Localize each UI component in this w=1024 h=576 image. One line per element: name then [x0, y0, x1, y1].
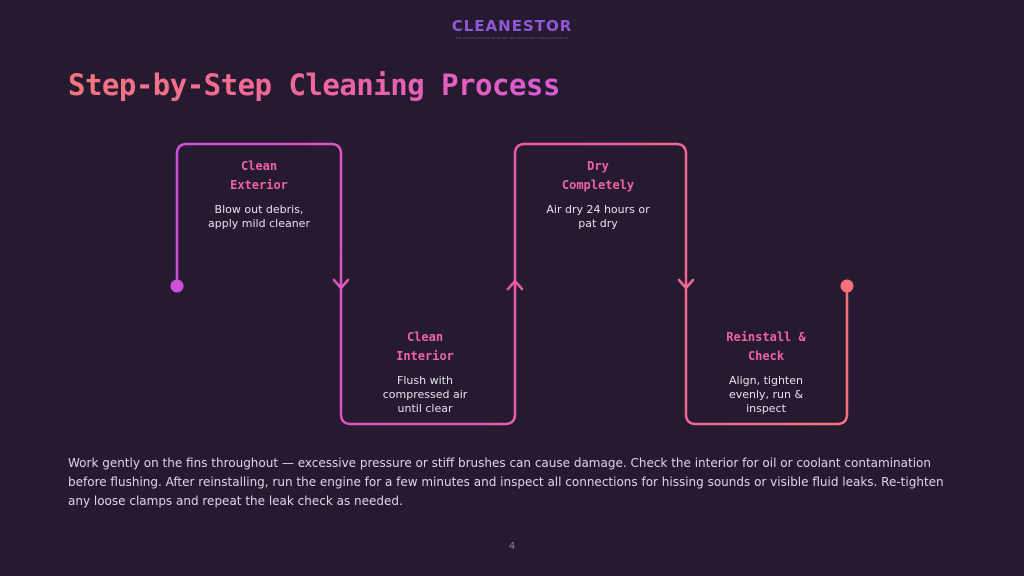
step-title: Dry Completely: [561, 159, 635, 192]
brand-tagline: The Industry Choice for Oil and Gas Inte…: [455, 36, 569, 40]
arrow-up-icon: [506, 279, 524, 291]
arrow-down-icon: [332, 278, 350, 290]
step-clean-exterior: Clean Exterior Blow out debris, apply mi…: [184, 157, 334, 231]
brand-name: CLEANESTOR: [451, 17, 573, 35]
brand-logo: CLEANESTOR The Industry Choice for Oil a…: [0, 16, 1024, 40]
arrow-down-icon: [677, 278, 695, 290]
step-description: Flush with compressed air until clear: [382, 374, 468, 415]
end-dot: [840, 279, 854, 293]
step-dry-completely: Dry Completely Air dry 24 hours or pat d…: [523, 157, 673, 231]
step-description: Air dry 24 hours or pat dry: [546, 203, 650, 230]
step-description: Align, tighten evenly, run & inspect: [728, 374, 804, 415]
step-clean-interior: Clean Interior Flush with compressed air…: [350, 328, 500, 416]
step-title: Clean Exterior: [230, 159, 288, 192]
page-title: Step-by-Step Cleaning Process: [68, 68, 560, 102]
step-reinstall-check: Reinstall & Check Align, tighten evenly,…: [691, 328, 841, 416]
start-dot: [170, 279, 184, 293]
process-note: Work gently on the fins throughout — exc…: [68, 456, 944, 508]
step-description: Blow out debris, apply mild cleaner: [208, 203, 310, 230]
step-title: Reinstall & Check: [726, 330, 806, 363]
process-path: [175, 142, 849, 426]
step-title: Clean Interior: [396, 330, 454, 363]
page-number: 4: [508, 541, 516, 552]
